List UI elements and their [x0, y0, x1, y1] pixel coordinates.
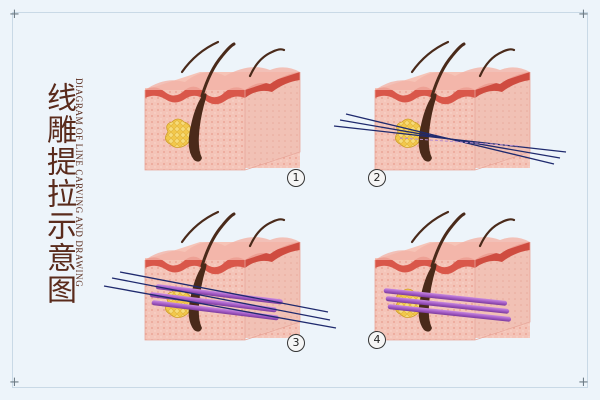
thread-bar [383, 288, 508, 306]
thread-line [103, 285, 337, 329]
thread-bar [151, 300, 279, 321]
thread-bar [387, 304, 512, 322]
thread-line [111, 277, 331, 321]
title-chinese: 线雕提拉示意图 [41, 82, 76, 306]
step-badge-3: 3 [287, 334, 305, 352]
corner-mark-top-left: + [9, 7, 20, 22]
skin-block-1 [143, 40, 302, 172]
step-badge-2: 2 [368, 169, 386, 187]
corner-mark-bottom-right: + [578, 375, 589, 390]
border-frame [12, 12, 588, 388]
thread-bar [385, 296, 510, 314]
thread-bar [149, 292, 277, 313]
title-english: DIAGRAM OF LINE CARVING AND DRAWING [74, 78, 84, 288]
step-badge-4: 4 [368, 331, 386, 349]
thread-line [399, 137, 521, 147]
thread-bar [155, 284, 283, 305]
corner-mark-bottom-left: + [9, 375, 20, 390]
thread-line [119, 271, 329, 313]
corner-mark-top-right: + [578, 7, 589, 22]
skin-block-2 [333, 40, 567, 172]
skin-block-4 [373, 210, 532, 342]
thread-line [345, 113, 555, 165]
skin-block-3 [103, 210, 337, 342]
step-badge-1: 1 [287, 169, 305, 187]
